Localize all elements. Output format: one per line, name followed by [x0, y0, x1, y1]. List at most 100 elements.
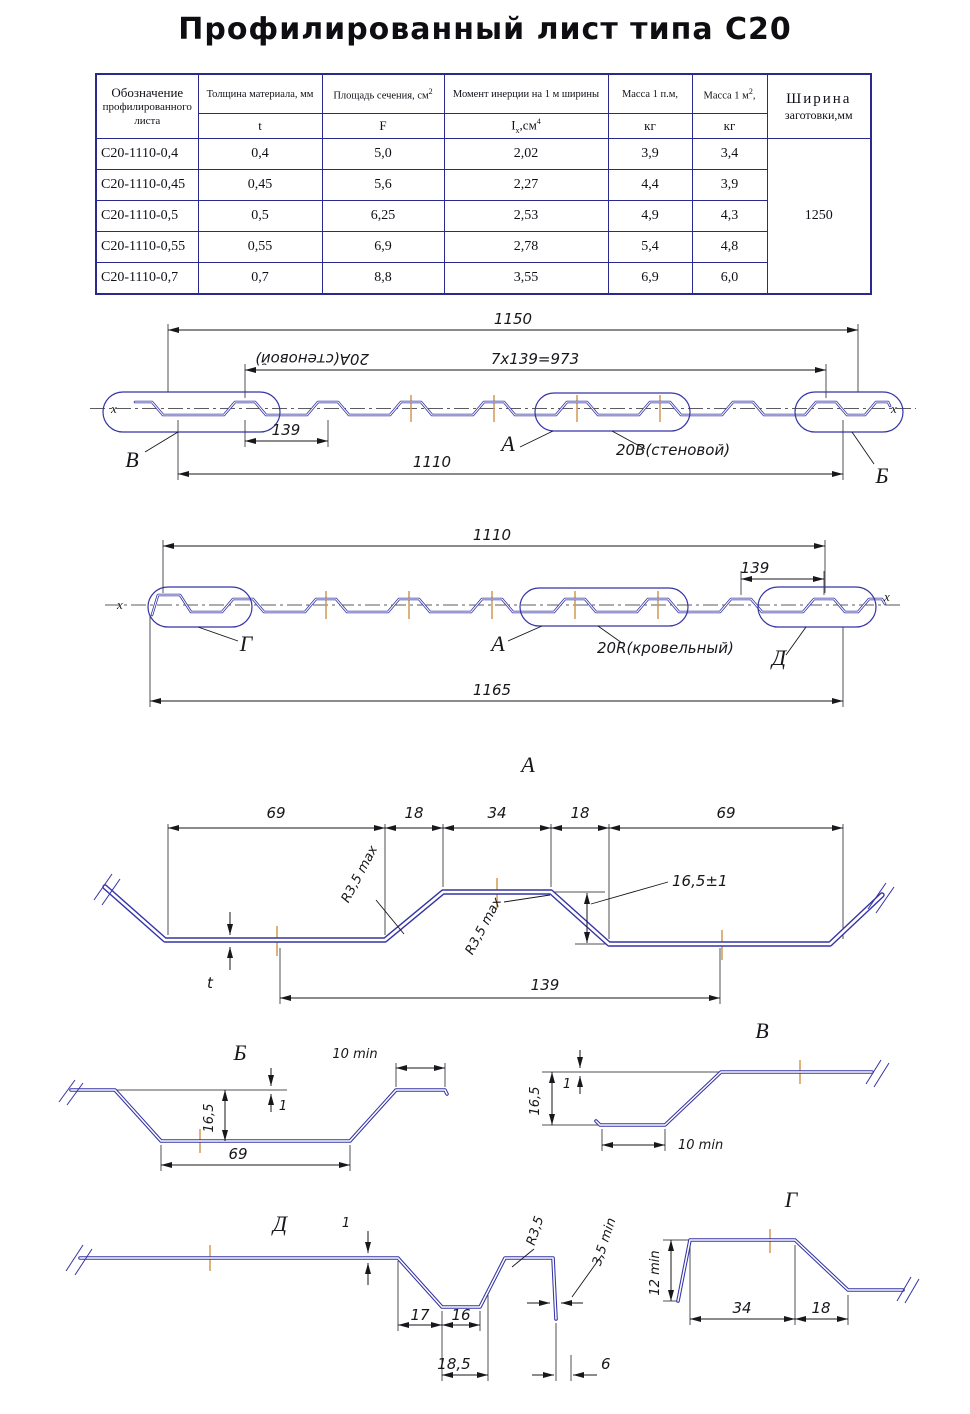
mass-m2: 4,8	[691, 231, 768, 263]
designation-header-line1: Обозначение	[111, 84, 184, 100]
roof-profile-name: 20R(кровельный)	[597, 639, 734, 657]
detail-a-dim-flat-right: 69	[716, 804, 735, 822]
detail-b-drawing: Б 10 min 16,5 1 69	[58, 1040, 449, 1171]
table-row: С20-1110-0,5 0,5 6,25 2,53 4,9 4,3	[95, 200, 871, 232]
thickness: 0,45	[197, 169, 323, 201]
thickness: 0,7	[197, 262, 323, 295]
detail-d-dim-lip: 6	[601, 1355, 611, 1373]
area-header-text: Площадь сечения, см	[333, 90, 429, 102]
table-row: С20-1110-0,55 0,55 6,9 2,78 5,4 4,8	[95, 231, 871, 263]
table-header-row-1: Обозначение профилированного листа Толщи…	[95, 73, 872, 139]
thickness: 0,5	[197, 200, 323, 232]
page-title: Профилированный лист типа С20	[178, 12, 792, 47]
wall-axis-label-right: x	[890, 401, 897, 416]
roof-callout-oval-g	[147, 586, 253, 628]
detail-d-dim-offset: 1	[342, 1216, 350, 1231]
spec-table: Обозначение профилированного листа Толщи…	[95, 73, 872, 295]
inertia-header: Момент инерции на 1 м ширины	[443, 73, 609, 114]
roof-dim-working: 1110	[473, 526, 511, 544]
detail-v-dim-offset: 1	[563, 1077, 571, 1092]
roof-pitch-ticks	[325, 591, 659, 619]
detail-a-extension-lines	[167, 824, 844, 1004]
detail-d-dim-bottom: 16	[451, 1306, 470, 1324]
inertia: 2,02	[443, 138, 609, 170]
area: 8,8	[321, 262, 445, 295]
detail-a-title: А	[519, 752, 535, 777]
mass-m2: 6,0	[691, 262, 768, 295]
width-header-line1: Ширина	[786, 90, 852, 107]
roof-callout-a: А	[489, 631, 505, 656]
detail-d-extension-lines	[397, 1261, 572, 1381]
wall-extension-lines	[167, 324, 859, 480]
inertia-unit-base: I	[511, 117, 516, 133]
detail-d-profile-path-inner	[79, 1257, 557, 1320]
detail-g-title: Г	[784, 1187, 799, 1212]
area-header: Площадь сечения, см2	[321, 73, 445, 114]
mass-lm: 6,9	[607, 262, 693, 295]
detail-a-leader-lines	[375, 881, 669, 935]
detail-d-dim-slope: 17	[410, 1306, 430, 1324]
detail-g-drawing: Г 12 min 34 18	[648, 1187, 920, 1325]
detail-g-dim-slope: 18	[811, 1299, 830, 1317]
detail-a-drawing: А 69 18 34 18 69 R3,5 max R3,5 max 16,5±…	[93, 752, 895, 1004]
designation: С20-1110-0,4	[95, 138, 199, 170]
wall-dim-overall: 1150	[494, 310, 532, 328]
inertia-unit: Ix,см4	[443, 113, 609, 139]
inertia-unit-mid: ,см	[519, 117, 537, 133]
area: 6,25	[321, 200, 445, 232]
table-row: С20-1110-0,7 0,7 8,8 3,55 6,9 6,0	[95, 262, 871, 295]
mass-lm: 5,4	[607, 231, 693, 263]
detail-b-title: Б	[233, 1040, 247, 1065]
detail-a-dim-height: 16,5±1	[672, 872, 728, 890]
detail-a-dim-crest: 34	[487, 804, 506, 822]
detail-d-drawing: Д 1 17 16 18,5 R3,5 3,5 min 6	[65, 1211, 619, 1381]
wall-callout-b: Б	[875, 463, 889, 488]
detail-g-profile-path	[676, 1238, 905, 1303]
roof-callout-oval-d	[757, 586, 877, 628]
table-row: С20-1110-0,45 0,45 5,6 2,27 4,4 3,9	[95, 169, 871, 201]
thickness-header: Толщина материала, мм	[197, 73, 323, 114]
table-row: С20-1110-0,4 0,4 5,0 2,02 3,9 3,4 1250	[95, 138, 872, 295]
wall-callout-v: В	[125, 447, 138, 472]
detail-g-break-marks	[896, 1276, 920, 1304]
mass-m2-unit: кг	[691, 113, 768, 139]
roof-leader-lines	[197, 625, 807, 656]
detail-v-profile-path	[594, 1070, 874, 1127]
detail-a-dim-flat-left: 69	[266, 804, 285, 822]
roof-axis-label-right: x	[883, 589, 890, 604]
mass-m2-header-tail: ,	[752, 90, 756, 102]
roof-dim-pitch: 139	[741, 559, 770, 577]
mass-lm: 4,4	[607, 169, 693, 201]
detail-b-dim-flat: 69	[228, 1145, 247, 1163]
detail-d-leader-lines	[511, 1248, 603, 1298]
wall-callout-a: А	[499, 431, 515, 456]
roof-axis-label-left: x	[116, 597, 123, 612]
detail-b-dim-height: 16,5	[202, 1104, 217, 1133]
detail-v-title: В	[755, 1018, 768, 1043]
mass-m2: 3,9	[691, 169, 768, 201]
width-header: Ширина заготовки,мм	[766, 73, 872, 139]
wall-dim-working: 1110	[413, 453, 451, 471]
width-header-line2: заготовки,мм	[784, 107, 853, 122]
wall-callout-oval-v	[102, 391, 281, 433]
wall-dim-pitch-total: 7x139=973	[491, 350, 579, 368]
inertia: 2,27	[443, 169, 609, 201]
area-unit: F	[321, 113, 445, 139]
thickness: 0,55	[197, 231, 323, 263]
designation-header-rest: профилированного листа	[102, 100, 192, 127]
designation-header: Обозначение профилированного листа	[95, 73, 199, 139]
detail-a-dim-thickness: t	[207, 974, 214, 992]
detail-b-break-marks	[58, 1079, 84, 1106]
roof-callout-g: Г	[239, 631, 254, 656]
thickness-unit: t	[197, 113, 323, 139]
detail-v-break-marks	[865, 1059, 890, 1088]
mass-lm-header: Масса 1 п.м,	[607, 73, 693, 114]
wall-profile-drawing: 1150 20А(стеновой) 7x139=973 139 1110 x …	[90, 310, 916, 488]
detail-b-extension-lines	[115, 1063, 446, 1171]
detail-d-radius: R3,5	[524, 1214, 547, 1247]
detail-b-profile-path	[69, 1088, 449, 1143]
detail-v-extension-lines	[542, 1071, 721, 1151]
wall-label-flipped: 20А(стеновой)	[255, 350, 369, 368]
mass-m2: 3,4	[691, 138, 768, 170]
